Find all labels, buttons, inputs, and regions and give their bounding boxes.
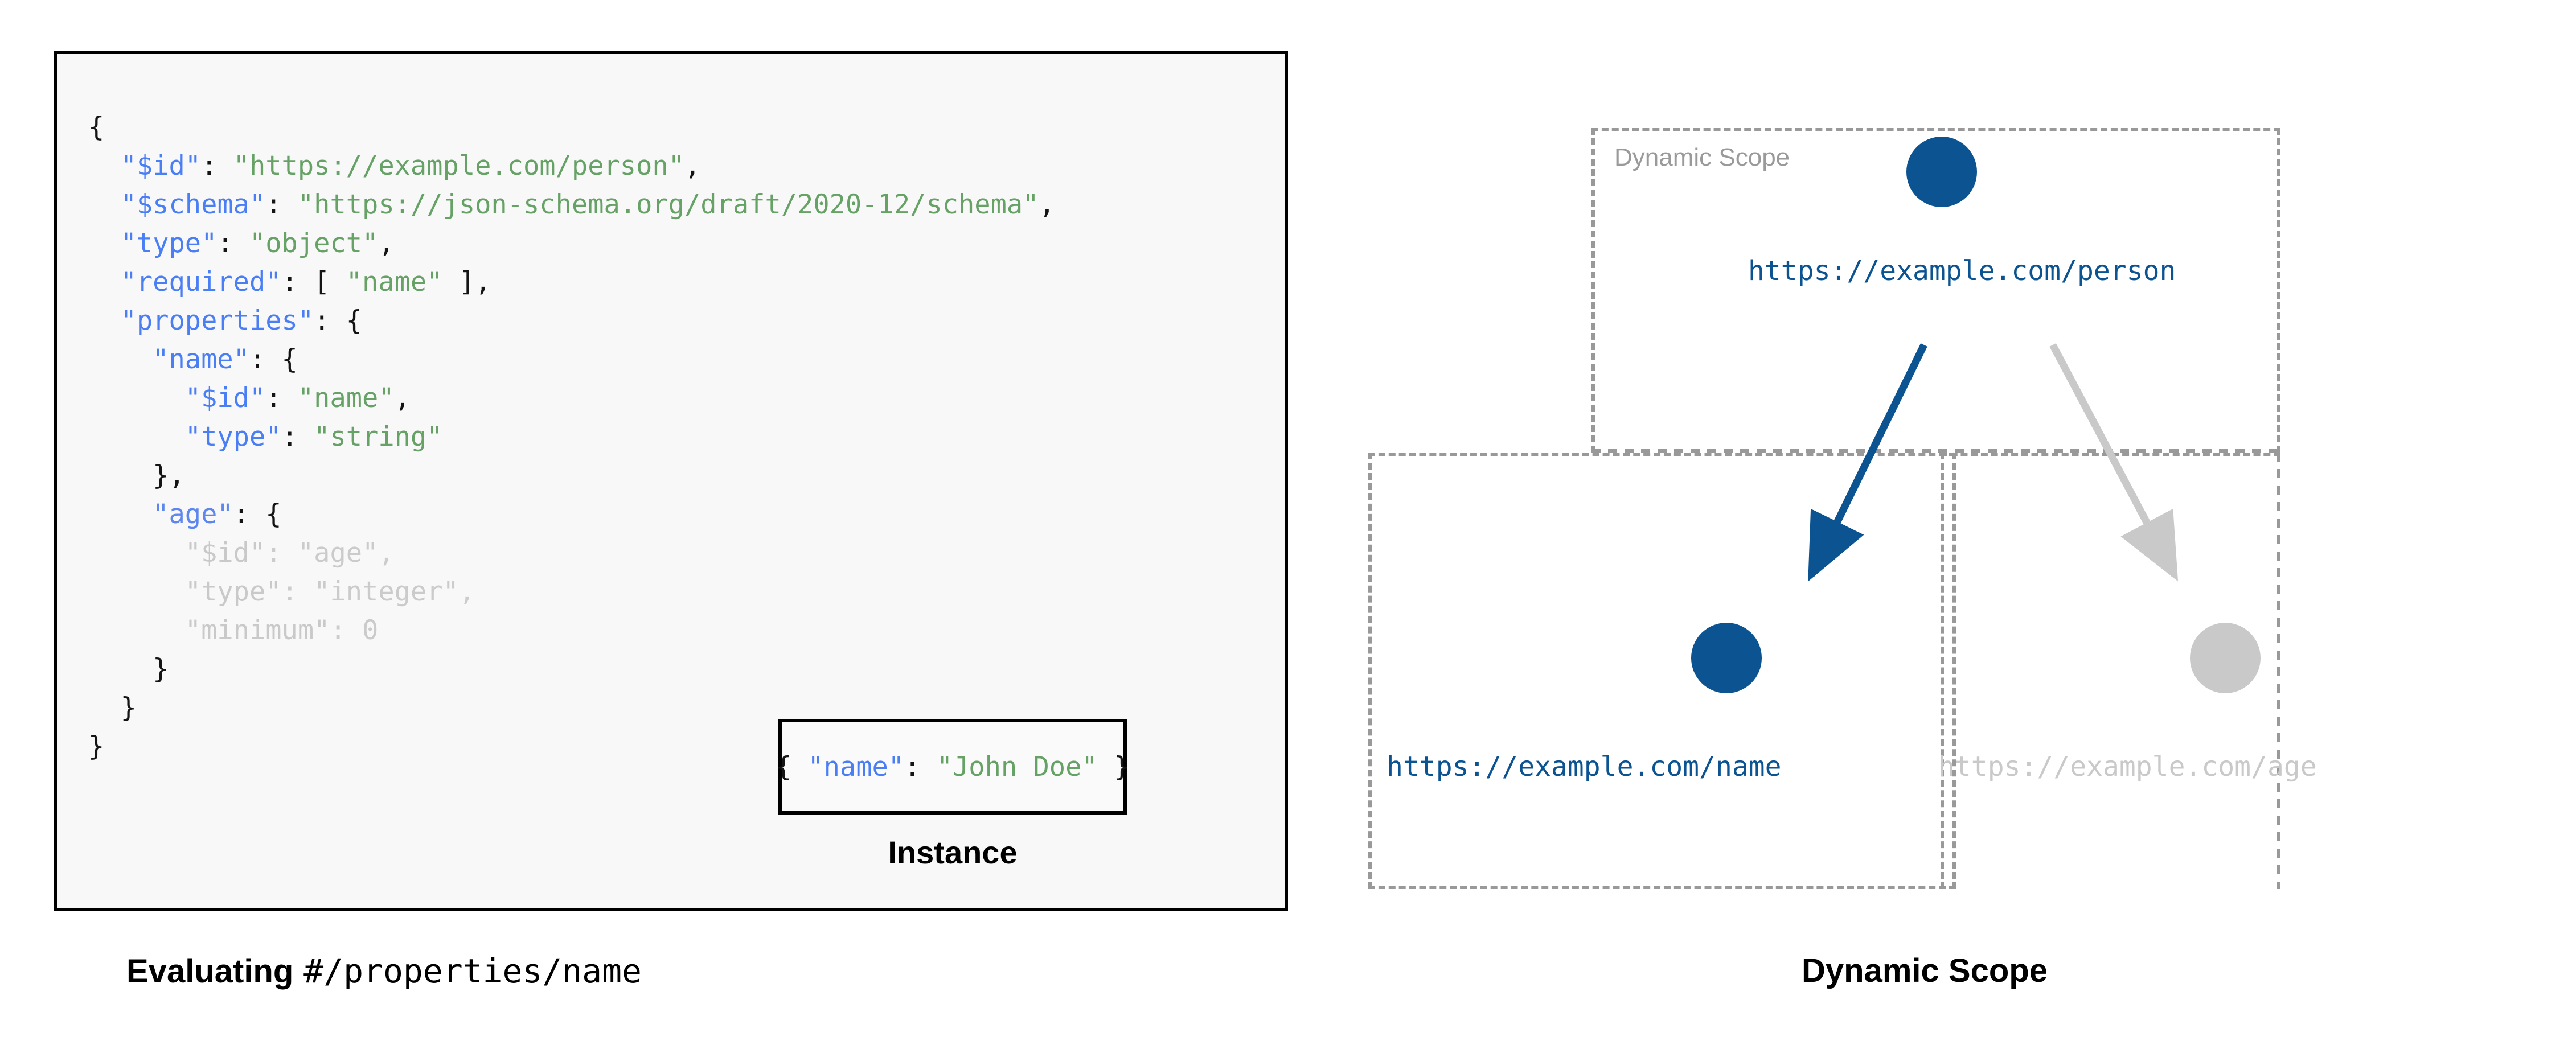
evaluating-pointer: #/properties/name — [303, 952, 642, 990]
code-token: ], — [442, 266, 491, 298]
code-token: } — [88, 692, 137, 723]
dynamic-scope-caption: Dynamic Scope — [1802, 952, 2048, 989]
code-token: "type" — [184, 576, 282, 607]
edge-person-to-name — [1808, 343, 1927, 582]
instance-box: { "name": "John Doe" } — [776, 719, 1130, 815]
code-token: "$id" — [120, 150, 202, 182]
evaluating-caption: Evaluating#/properties/name — [126, 952, 642, 990]
code-token: : — [201, 150, 233, 182]
code-token: } — [88, 653, 169, 685]
instance-code: { "name": "John Doe" } — [776, 751, 1130, 783]
code-token: "name" — [153, 344, 249, 375]
code-token — [88, 189, 121, 220]
code-token: "$id" — [184, 382, 266, 414]
code-token — [88, 228, 121, 259]
code-token — [88, 305, 121, 336]
code-token: : — [265, 189, 298, 220]
code-token: : — [330, 615, 363, 646]
code-token: : — [217, 228, 249, 259]
code-token: "$schema" — [120, 189, 266, 220]
code-token — [88, 344, 153, 375]
scope-box-label: Dynamic Scope — [1614, 143, 1790, 171]
code-token — [88, 537, 185, 569]
code-token — [88, 615, 185, 646]
code-token: "https://json-schema.org/draft/2020-12/s… — [297, 189, 1039, 220]
code-token: "age" — [297, 537, 379, 569]
code-token: , — [458, 576, 475, 607]
code-token: "object" — [249, 228, 379, 259]
code-token: "required" — [120, 266, 282, 298]
scope-box-person — [1591, 128, 2280, 453]
node-age-label: https://example.com/age — [1938, 751, 2317, 783]
code-token — [88, 382, 185, 414]
code-token: : — [281, 421, 314, 453]
code-token: : { — [314, 305, 363, 336]
code-token: , — [394, 382, 411, 414]
code-token — [88, 576, 185, 607]
code-token — [88, 150, 121, 182]
node-name-label: https://example.com/name — [1387, 751, 1782, 783]
code-token — [88, 421, 185, 453]
code-token: , — [378, 228, 395, 259]
code-token: "minimum" — [184, 615, 330, 646]
node-age-circle — [2190, 623, 2261, 693]
node-name-circle — [1691, 623, 1762, 693]
code-token: "type" — [120, 228, 218, 259]
instance-caption: Instance — [888, 834, 1018, 870]
code-token: : — [265, 382, 298, 414]
evaluating-label: Evaluating — [126, 953, 294, 990]
code-token: { — [775, 751, 808, 783]
code-token: : { — [249, 344, 298, 375]
edge-layer — [1808, 343, 2179, 582]
code-token: "name" — [297, 382, 395, 414]
code-token: : — [281, 576, 314, 607]
code-token: "age" — [153, 499, 233, 530]
node-person-circle — [1906, 137, 1977, 207]
code-token: } — [88, 731, 105, 762]
code-token: : — [265, 537, 298, 569]
code-token: "https://example.com/person" — [233, 150, 684, 182]
code-token: } — [1097, 751, 1130, 783]
code-token: "name" — [346, 266, 443, 298]
code-token — [88, 499, 153, 530]
code-token: "$id" — [184, 537, 266, 569]
code-token: : { — [233, 499, 282, 530]
code-token: "properties" — [120, 305, 314, 336]
dynamic-scope-diagram: Dynamic Scope https://example.com/person… — [1327, 85, 2522, 939]
code-token: : — [904, 751, 937, 783]
code-token: , — [1039, 189, 1055, 220]
scope-box-age-right-edge — [2277, 453, 2280, 889]
schema-panel: { "$id": "https://example.com/person", "… — [54, 51, 1288, 911]
code-token: }, — [88, 460, 185, 491]
code-token: "John Doe" — [936, 751, 1098, 783]
node-person-label: https://example.com/person — [1748, 255, 2176, 287]
code-token: : [ — [281, 266, 346, 298]
code-token — [88, 266, 121, 298]
scope-box-name — [1368, 453, 1956, 889]
code-token: "name" — [807, 751, 905, 783]
schema-code-block: { "$id": "https://example.com/person", "… — [88, 108, 1055, 766]
code-token: "integer" — [314, 576, 459, 607]
code-token: , — [378, 537, 395, 569]
code-token: 0 — [362, 615, 379, 646]
scope-box-person-bottom-edge — [1591, 449, 2280, 453]
code-token: , — [684, 150, 701, 182]
code-token: "string" — [314, 421, 443, 453]
code-token: "type" — [184, 421, 282, 453]
edge-person-to-age — [2049, 343, 2179, 582]
code-token: { — [88, 112, 105, 143]
